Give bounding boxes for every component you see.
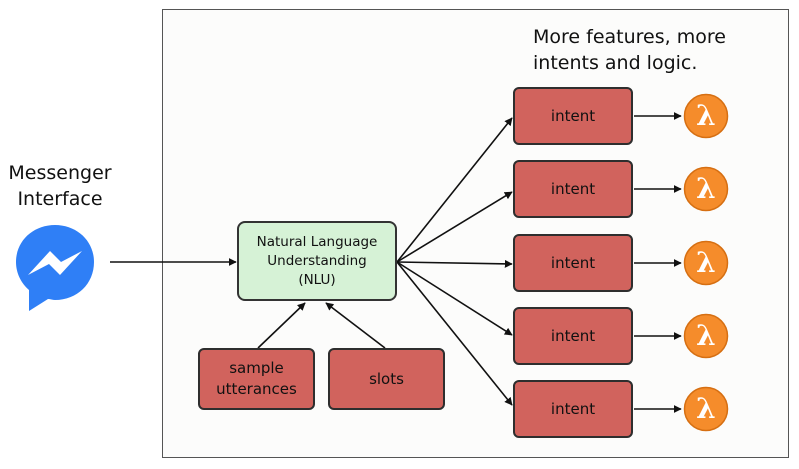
- nlu-to-intent-3-arrow: [396, 259, 513, 268]
- intent-label: intent: [550, 253, 596, 272]
- intent-box-1: intent: [513, 87, 633, 145]
- intent-box-2: intent: [513, 160, 633, 218]
- caption-line-1: More features, more: [533, 26, 726, 48]
- slots-to-nlu-arrow: [325, 302, 386, 349]
- utterances-to-nlu-arrow: [257, 302, 306, 349]
- nlu-line-1: Natural Language: [256, 233, 378, 250]
- messenger-icon: [16, 225, 94, 311]
- slots-label: slots: [369, 369, 404, 388]
- sample-utterances-line-1: sample: [229, 359, 284, 377]
- svg-text:λ: λ: [696, 246, 716, 279]
- lambda-icon: λ: [683, 166, 729, 212]
- sample-utterances-line-2: utterances: [216, 380, 297, 398]
- messenger-label-line-2: Interface: [17, 188, 103, 210]
- intent-label: intent: [550, 106, 596, 125]
- nlu-line-2: Understanding: [267, 252, 367, 269]
- lambda-icon: λ: [683, 313, 729, 359]
- svg-text:λ: λ: [696, 99, 716, 132]
- lambda-icon: λ: [683, 93, 729, 139]
- caption-line-2: intents and logic.: [533, 52, 698, 74]
- svg-text:λ: λ: [696, 172, 716, 205]
- nlu-to-intent-5-arrow: [396, 261, 513, 406]
- nlu-line-3: (NLU): [298, 271, 336, 288]
- slots-box: slots: [328, 348, 445, 410]
- svg-text:λ: λ: [696, 392, 716, 425]
- intent-box-5: intent: [513, 380, 633, 438]
- intent-label: intent: [550, 399, 596, 418]
- nlu-to-intent-4-arrow: [396, 261, 513, 336]
- intent-box-3: intent: [513, 234, 633, 292]
- svg-text:λ: λ: [696, 319, 716, 352]
- nlu-box: Natural Language Understanding (NLU): [237, 221, 397, 301]
- caption: More features, more intents and logic.: [533, 24, 726, 76]
- nlu-to-intent-2-arrow: [396, 191, 513, 263]
- nlu-to-intent-1-arrow: [396, 117, 513, 263]
- lambda-icon: λ: [683, 240, 729, 286]
- messenger-label: Messenger Interface: [4, 160, 116, 212]
- intent-label: intent: [550, 179, 596, 198]
- messenger-label-line-1: Messenger: [8, 162, 112, 184]
- lambda-icon: λ: [683, 386, 729, 432]
- intent-box-4: intent: [513, 307, 633, 365]
- sample-utterances-box: sample utterances: [198, 348, 315, 410]
- intent-label: intent: [550, 326, 596, 345]
